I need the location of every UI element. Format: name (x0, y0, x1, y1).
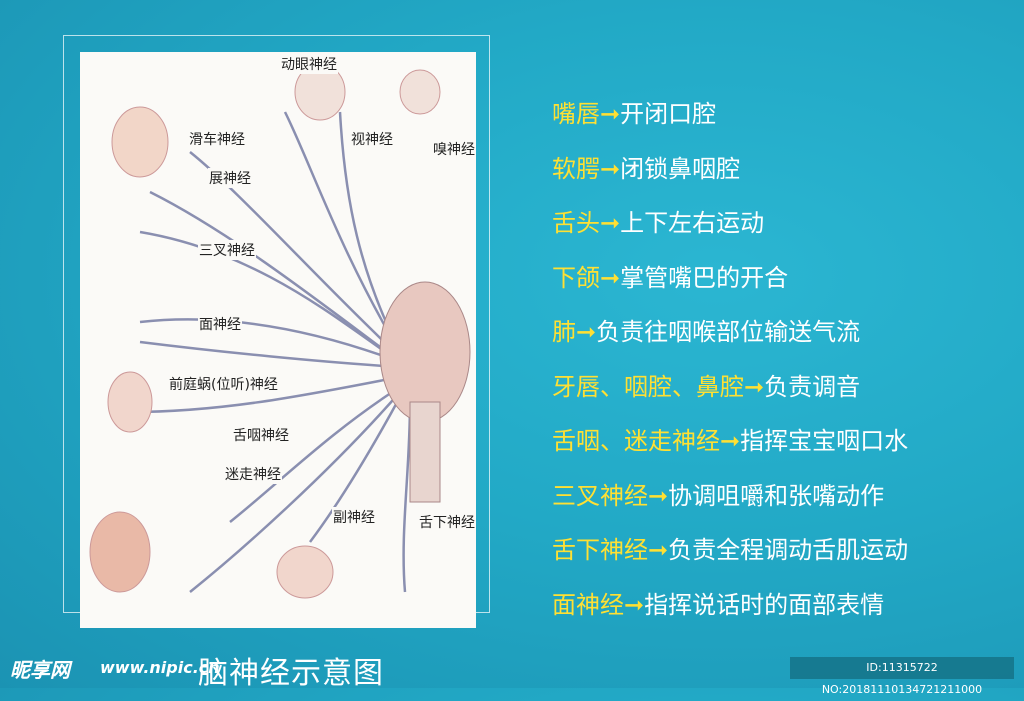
arrow-icon: ➞ (600, 154, 621, 183)
list-item: 牙唇、咽腔、鼻腔➞负责调音 (552, 369, 908, 424)
nerve-path (229, 385, 401, 523)
list-item: 舌咽、迷走神经➞指挥宝宝咽口水 (552, 423, 908, 478)
arrow-icon: ➞ (744, 372, 765, 401)
arrow-icon: ➞ (576, 318, 597, 346)
nerve-path (139, 340, 401, 369)
organs-sketch (89, 511, 151, 593)
item-value: 负责全程调动舌肌运动 (668, 536, 909, 564)
spinal-cord (409, 401, 441, 503)
list-item: 软腭➞闭锁鼻咽腔 (552, 151, 908, 206)
arrow-icon: ➞ (648, 536, 669, 564)
arrow-icon: ➞ (720, 427, 741, 455)
nerve-path (308, 396, 402, 543)
nerve-path (149, 190, 401, 363)
arrow-icon: ➞ (600, 263, 621, 292)
arrow-icon: ➞ (600, 100, 621, 128)
item-key: 面神经 (552, 590, 624, 619)
nerve-path (283, 111, 402, 353)
image-id: ID:11315722 NO:20181110134721211000 (790, 657, 1014, 696)
nerve-path (402, 401, 412, 593)
arrow-icon: ➞ (600, 209, 621, 237)
item-value: 上下左右运动 (620, 209, 765, 237)
arrow-icon: ➞ (648, 481, 669, 510)
item-key: 牙唇、咽腔、鼻腔 (552, 372, 744, 401)
label-vagus: 迷走神经 (224, 464, 282, 484)
label-vestibulocochlear: 前庭蜗(位听)神经 (168, 374, 279, 394)
item-value: 指挥说话时的面部表情 (644, 590, 885, 619)
label-glossopharyngeal: 舌咽神经 (232, 425, 290, 445)
label-abducens: 展神经 (208, 168, 252, 188)
item-value: 掌管嘴巴的开合 (620, 263, 789, 292)
list-item: 嘴唇➞开闭口腔 (552, 96, 908, 151)
arrow-icon: ➞ (624, 590, 645, 619)
item-value: 负责调音 (764, 372, 861, 401)
nerve-illustration (89, 63, 471, 599)
list-item: 面神经➞指挥说话时的面部表情 (552, 587, 908, 642)
list-item: 舌头➞上下左右运动 (552, 205, 908, 260)
face-sketch (107, 371, 153, 433)
brainstem (379, 281, 471, 423)
nerve-path (139, 230, 401, 364)
label-optic: 视神经 (350, 129, 394, 149)
list-item: 下颌➞掌管嘴巴的开合 (552, 260, 908, 315)
label-facial: 面神经 (198, 314, 242, 334)
head-sketch (111, 106, 169, 178)
item-key: 软腭 (552, 154, 600, 183)
nerve-path (129, 375, 401, 414)
item-key: 舌咽、迷走神经 (552, 427, 720, 455)
item-key: 下颌 (552, 263, 600, 292)
nose-sketch (399, 69, 441, 115)
list-item: 舌下神经➞负责全程调动舌肌运动 (552, 532, 908, 587)
label-oculomotor: 动眼神经 (280, 54, 338, 74)
nerve-path (189, 391, 401, 593)
item-value: 闭锁鼻咽腔 (620, 154, 741, 183)
watermark-url: www.nipic.cn (100, 658, 220, 677)
item-value: 指挥宝宝咽口水 (740, 427, 909, 455)
label-trigeminal: 三叉神经 (198, 240, 256, 260)
item-value: 协调咀嚼和张嘴动作 (668, 481, 885, 510)
neck-sketch (276, 545, 334, 599)
item-key: 舌头 (552, 209, 600, 237)
diagram-title: 脑神经示意图 (198, 656, 384, 691)
item-key: 嘴唇 (552, 100, 600, 128)
nerve-path (139, 318, 401, 364)
cranial-nerve-diagram: 动眼神经 视神经 嗅神经 滑车神经 展神经 三叉神经 面神经 前庭蜗(位听)神经… (80, 52, 476, 628)
item-key: 舌下神经 (552, 536, 648, 564)
list-item: 三叉神经➞协调咀嚼和张嘴动作 (552, 478, 908, 533)
item-key: 三叉神经 (552, 481, 648, 510)
watermark-logo: 昵享网 (10, 658, 70, 682)
label-accessory: 副神经 (332, 507, 376, 527)
function-list: 嘴唇➞开闭口腔 软腭➞闭锁鼻咽腔 舌头➞上下左右运动 下颌➞掌管嘴巴的开合 肺➞… (552, 96, 908, 641)
label-olfactory: 嗅神经 (432, 139, 476, 159)
label-hypoglossal: 舌下神经 (418, 512, 476, 532)
item-value: 开闭口腔 (620, 100, 717, 128)
list-item: 肺➞负责往咽喉部位输送气流 (552, 314, 908, 369)
label-trochlear: 滑车神经 (188, 129, 246, 149)
item-value: 负责往咽喉部位输送气流 (596, 318, 861, 346)
item-key: 肺 (552, 318, 576, 346)
